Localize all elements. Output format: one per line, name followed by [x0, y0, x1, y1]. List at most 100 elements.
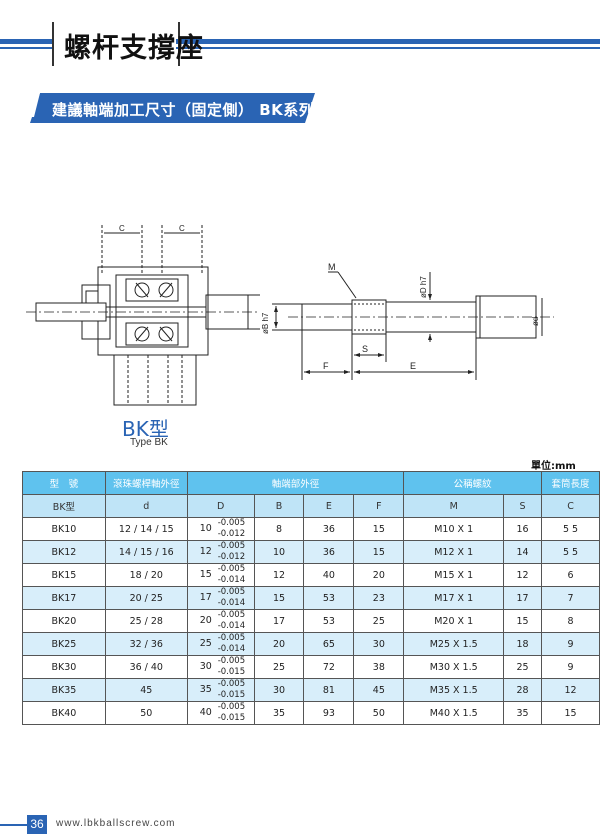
cell-E: 65	[303, 632, 355, 656]
cell-d: 32 / 36	[104, 632, 188, 656]
cell-model: BK25	[22, 632, 106, 656]
cell-C: 9	[541, 632, 600, 656]
cell-F: 50	[353, 701, 405, 725]
cell-D: 10 -0.005-0.012	[186, 517, 255, 541]
cell-F: 38	[353, 655, 405, 679]
d-tolerance: -0.005-0.012	[218, 518, 245, 540]
cell-d: 45	[104, 678, 188, 702]
cell-d: 20 / 25	[104, 586, 188, 610]
tol-lower: -0.014	[217, 575, 246, 585]
cell-E: 36	[303, 540, 355, 564]
sub-F: F	[353, 494, 405, 518]
header-rule-right-bottom	[176, 47, 600, 49]
sub-S: S	[503, 494, 543, 518]
cell-F: 25	[353, 609, 405, 633]
cell-C: 8	[541, 609, 600, 633]
sub-M: M	[403, 494, 505, 518]
cell-M: M20 X 1	[403, 609, 505, 633]
cell-M: M10 X 1	[403, 517, 505, 541]
cell-S: 18	[503, 632, 543, 656]
footer-rule	[0, 824, 27, 826]
figure-type-label: BK型	[122, 417, 169, 441]
tol-lower: -0.014	[217, 621, 246, 631]
dim-d-small: ød	[531, 317, 540, 326]
table-row: BK12 14 / 15 / 16 12-0.005-0.012 10 36 1…	[22, 540, 600, 564]
tol-lower: -0.015	[217, 690, 246, 700]
shaft-end-drawing: M S F E øB h7 øD h7 ød	[261, 262, 554, 380]
cell-D: 17 -0.005-0.014	[186, 586, 255, 610]
cell-E: 53	[303, 609, 355, 633]
d-tolerance: -0.005-0.014	[218, 633, 245, 655]
cell-S: 16	[503, 517, 543, 541]
d-nominal: 40	[199, 707, 212, 718]
cell-B: 17	[253, 609, 305, 633]
d-nominal: 25	[199, 638, 212, 649]
unit-label: 單位:mm	[531, 461, 576, 472]
d-nominal: 20	[199, 615, 212, 626]
cell-d: 18 / 20	[104, 563, 188, 587]
dim-c-right: C	[179, 224, 185, 233]
d-tolerance: -0.005-0.015	[218, 702, 245, 724]
cell-d: 50	[104, 701, 188, 725]
d-nominal: 30	[199, 661, 212, 672]
dim-e: E	[410, 361, 416, 371]
d-tolerance: -0.005-0.015	[218, 656, 245, 678]
col-shaft-end: 軸端部外徑	[186, 471, 405, 495]
d-nominal: 12	[199, 546, 212, 557]
dim-s: S	[362, 344, 368, 354]
cell-B: 35	[253, 701, 305, 725]
cell-S: 17	[503, 586, 543, 610]
table-row: BK25 32 / 36 25-0.005-0.014 20 65 30 M25…	[22, 632, 600, 656]
cell-C: 9	[541, 655, 600, 679]
cell-B: 15	[253, 586, 305, 610]
table-row: BK35 45 35-0.005-0.015 30 81 45 M35 X 1.…	[22, 678, 600, 702]
d-tolerance: -0.005-0.015	[218, 679, 245, 701]
page-title: 螺杆支撐座	[64, 33, 204, 64]
cell-E: 40	[303, 563, 355, 587]
col-thread: 公稱螺紋	[403, 471, 543, 495]
cell-model: BK17	[22, 586, 106, 610]
cell-B: 20	[253, 632, 305, 656]
footer-website: www.lbkballscrew.com	[56, 818, 176, 829]
cell-model: BK35	[22, 678, 106, 702]
table-header-row: 型 號 滾珠螺桿軸外徑 軸端部外徑 公稱螺紋 套筒長度	[22, 471, 600, 495]
header-rule-left-top	[0, 39, 52, 44]
tol-lower: -0.012	[217, 552, 246, 562]
section-title: 建議軸端加工尺寸（固定側） BK系列	[52, 101, 315, 119]
table-row: BK40 50 40-0.005-0.015 35 93 50 M40 X 1.…	[22, 701, 600, 725]
d-nominal: 17	[199, 592, 212, 603]
cell-model: BK40	[22, 701, 106, 725]
cell-E: 81	[303, 678, 355, 702]
cell-S: 12	[503, 563, 543, 587]
tol-upper: -0.005	[217, 702, 246, 712]
cell-S: 15	[503, 609, 543, 633]
cell-B: 8	[253, 517, 305, 541]
figure-type-sub: Type BK	[130, 437, 168, 448]
cell-model: BK12	[22, 540, 106, 564]
cell-S: 25	[503, 655, 543, 679]
cell-D: 35-0.005-0.015	[186, 678, 255, 702]
tol-upper: -0.005	[217, 633, 246, 643]
cell-B: 25	[253, 655, 305, 679]
cell-B: 10	[253, 540, 305, 564]
table-subheader-row: BK型 d D B E F M S C	[22, 494, 600, 518]
cell-C: 5 5	[541, 517, 600, 541]
tol-upper: -0.005	[217, 679, 246, 689]
tol-upper: -0.005	[217, 564, 246, 574]
d-tolerance: -0.005-0.014	[218, 587, 245, 609]
d-nominal: 10	[199, 523, 212, 534]
tol-upper: -0.005	[217, 610, 246, 620]
cell-C: 15	[541, 701, 600, 725]
d-nominal: 15	[199, 569, 212, 580]
cell-M: M35 X 1.5	[403, 678, 505, 702]
cell-model: BK30	[22, 655, 106, 679]
cell-C: 12	[541, 678, 600, 702]
cell-model: BK10	[22, 517, 106, 541]
cell-D: 12-0.005-0.012	[186, 540, 255, 564]
col-model: 型 號	[22, 471, 106, 495]
sub-C: C	[541, 494, 600, 518]
table-row: BK20 25 / 28 20-0.005-0.014 17 53 25 M20…	[22, 609, 600, 633]
dim-c-left: C	[119, 224, 125, 233]
sub-d: d	[104, 494, 188, 518]
cell-S: 35	[503, 701, 543, 725]
